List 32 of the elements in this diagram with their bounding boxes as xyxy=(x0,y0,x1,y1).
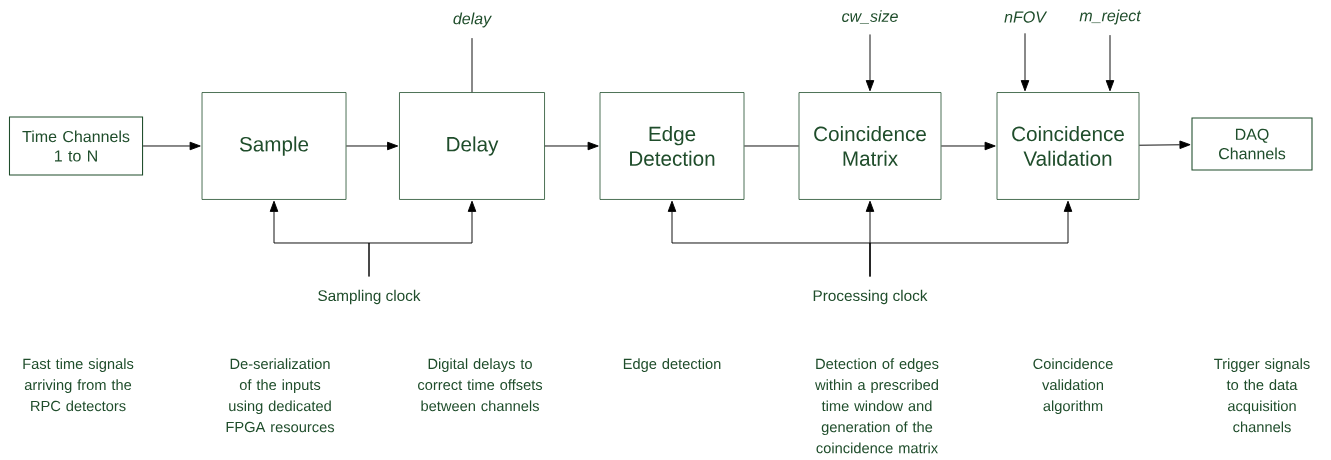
clock-label: Sampling clock xyxy=(318,289,421,305)
parameter-label: nFOV xyxy=(1004,11,1048,23)
arrow xyxy=(345,141,399,151)
process-box: Delay xyxy=(399,92,545,200)
process-box: Coincidence Validation xyxy=(996,92,1140,200)
io-box: DAQ Channels xyxy=(1191,117,1313,171)
process-box: Edge Detection xyxy=(599,92,745,200)
arrow xyxy=(940,141,996,151)
clock-label: Processing clock xyxy=(813,289,928,305)
description-text: Coincidence validation algorithm xyxy=(1033,358,1113,415)
description-text: Edge detection xyxy=(623,358,721,372)
io-box: Time Channels 1 to N xyxy=(8,116,144,176)
arrow xyxy=(865,33,875,92)
arrow xyxy=(1138,140,1191,150)
connector-line xyxy=(743,145,800,147)
description-text: Trigger signals to the data acquisition channels xyxy=(1214,358,1310,433)
arrow xyxy=(1105,34,1115,92)
description-text: Fast time signals arriving from the RPC detectors xyxy=(23,358,134,412)
description-text: De-serialization of the inputs using dedicated FPGA resources xyxy=(226,358,335,433)
process-box: Coincidence Matrix xyxy=(798,92,942,200)
arrow xyxy=(544,141,599,151)
description-text: Digital delays to correct time offsets between channels xyxy=(418,358,543,412)
parameter-label: m_reject xyxy=(1079,9,1142,25)
arrow xyxy=(368,200,477,277)
arrow xyxy=(1020,32,1030,92)
connector-line xyxy=(471,37,473,93)
arrow xyxy=(869,200,1073,277)
parameter-label: cw_size xyxy=(842,10,898,24)
description-text: Detection of edges within a prescribed time window and generation of the coincidence matrix xyxy=(815,358,939,454)
arrow xyxy=(142,141,201,151)
process-box: Sample xyxy=(201,92,347,200)
parameter-label: delay xyxy=(453,12,492,28)
